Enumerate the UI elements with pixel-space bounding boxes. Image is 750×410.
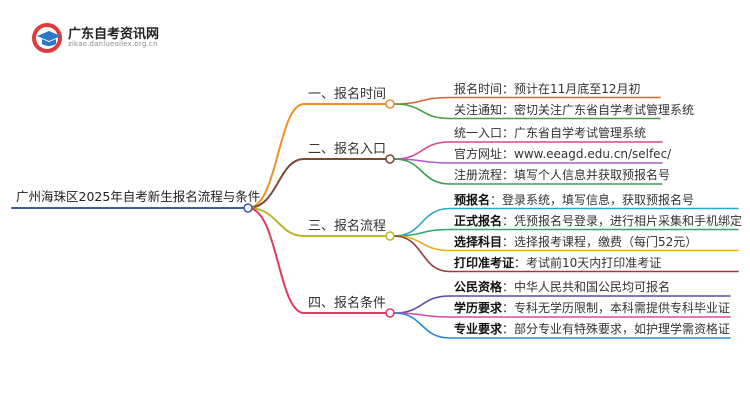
branch-connector — [247, 158, 305, 209]
leaf-connector — [393, 96, 451, 105]
leaf-topic: 学历要求：专科无学历限制，本科需提供专科毕业证 — [454, 299, 730, 317]
branch-connector — [247, 207, 305, 237]
site-url: zikao.danlueoilex.org.cn — [68, 40, 158, 48]
site-logo[interactable]: 广东自考资讯网 zikao.danlueoilex.org.cn — [30, 20, 240, 54]
leaf-text: ：登录系统，填写信息，获取预报名号 — [490, 192, 695, 207]
leaf-connector — [393, 158, 451, 185]
leaf-text: 报名时间：预计在11月底至12月初 — [454, 81, 641, 96]
leaf-connector — [393, 228, 451, 237]
leaf-topic: 注册流程：填写个人信息并获取预报名号 — [454, 166, 670, 184]
branch-node-dot — [385, 308, 395, 318]
leaf-connector — [393, 235, 451, 273]
leaf-key: 学历要求 — [454, 301, 503, 315]
leaf-connector — [393, 141, 451, 160]
leaf-topic: 统一入口：广东省自学考试管理系统 — [454, 124, 646, 142]
leaf-connector — [393, 312, 451, 339]
leaf-text: ：凭预报名号登录，进行相片采集和手机绑定 — [502, 213, 743, 228]
root-node-dot — [243, 203, 253, 213]
branch-connector — [247, 103, 305, 209]
leaf-text: 关注通知：密切关注广东省自学考试管理系统 — [454, 102, 695, 117]
branch-node-dot — [385, 99, 395, 109]
root-topic: 广州海珠区2025年自考新生报名流程与条件 — [16, 189, 261, 204]
branch-node-dot — [385, 154, 395, 164]
leaf-topic: 预报名：登录系统，填写信息，获取预报名号 — [454, 191, 694, 209]
leaf-text: 官方网址：www.eeagd.edu.cn/selfec/ — [454, 147, 672, 161]
leaf-text: ：专科无学历限制，本科需提供专科毕业证 — [502, 301, 731, 315]
graduation-cap-icon — [32, 23, 62, 53]
leaf-key: 选择科目 — [454, 234, 503, 249]
leaf-topic: 报名时间：预计在11月底至12月初 — [454, 80, 641, 98]
leaf-key: 正式报名 — [454, 213, 503, 228]
leaf-topic: 打印准考证：考试前10天内打印准考证 — [454, 254, 661, 272]
leaf-topic: 选择科目：选择报考课程，缴费（每门52元） — [454, 233, 697, 251]
leaf-topic: 正式报名：凭预报名号登录，进行相片采集和手机绑定 — [454, 212, 742, 230]
connector-nodes — [243, 99, 395, 318]
branch-topic: 一、报名时间 — [308, 87, 387, 102]
connector-lines — [11, 96, 739, 339]
leaf-key: 打印准考证 — [454, 255, 515, 270]
leaf-connector — [393, 207, 451, 237]
branch-topic: 二、报名入口 — [308, 142, 387, 157]
leaf-text: ：选择报考课程，缴费（每门52元） — [502, 234, 698, 249]
leaf-connector — [393, 235, 451, 252]
leaf-text: ：部分专业有特殊要求，如护理学需资格证 — [502, 322, 731, 336]
leaf-topic: 公民资格：中华人民共和国公民均可报名 — [454, 278, 670, 296]
leaf-text: 统一入口：广东省自学考试管理系统 — [454, 126, 647, 140]
leaf-topic: 官方网址：www.eeagd.edu.cn/selfec/ — [454, 145, 671, 163]
leaf-key: 预报名 — [454, 192, 491, 207]
leaf-topic: 专业要求：部分专业有特殊要求，如护理学需资格证 — [454, 320, 730, 338]
branch-node-dot — [385, 231, 395, 241]
leaf-key: 公民资格 — [454, 280, 503, 294]
leaf-text: 注册流程：填写个人信息并获取预报名号 — [454, 168, 671, 182]
site-title: 广东自考资讯网 — [68, 27, 160, 42]
leaf-key: 专业要求 — [454, 322, 503, 336]
branch-connector — [247, 207, 305, 314]
leaf-text: ：中华人民共和国公民均可报名 — [502, 280, 671, 294]
leaf-connector — [393, 295, 451, 314]
leaf-topic: 关注通知：密切关注广东省自学考试管理系统 — [454, 101, 694, 119]
leaf-connector — [393, 103, 451, 120]
leaf-text: ：考试前10天内打印准考证 — [514, 255, 662, 270]
branch-topic: 四、报名条件 — [308, 296, 387, 311]
branch-topic: 三、报名流程 — [308, 219, 387, 234]
